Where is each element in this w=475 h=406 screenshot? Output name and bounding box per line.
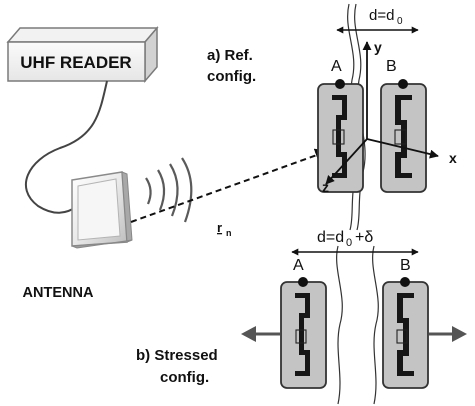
distance-stressed-sub: 0 <box>346 237 352 249</box>
distance-ref-label: d=d 0 <box>369 7 403 27</box>
distance-ref-sub: 0 <box>397 16 403 27</box>
coordinate-axes <box>325 41 439 185</box>
rn-label-sub: n <box>226 228 232 238</box>
reader-cable <box>25 80 108 214</box>
tag-a-ref-label: A <box>331 58 342 75</box>
stress-arrow-right-icon <box>429 326 467 342</box>
distance-stressed-suffix: +δ <box>355 229 373 246</box>
stressed-config-label-line2: config. <box>160 369 209 386</box>
tag-b-ref <box>380 79 427 193</box>
stressed-config-label-line1: b) Stressed <box>136 347 218 364</box>
radio-waves-icon <box>145 157 193 223</box>
stress-arrow-left-icon <box>241 326 280 342</box>
tag-a-stressed <box>280 277 327 389</box>
ref-config-label-line2: config. <box>207 68 256 85</box>
distance-stressed-text: d=d <box>317 229 344 246</box>
axis-z-label: z <box>322 179 329 195</box>
axis-y-label: y <box>374 39 382 55</box>
distance-ref-text: d=d <box>369 7 394 24</box>
antenna-panel <box>71 171 133 249</box>
reader-label: UHF READER <box>20 53 131 72</box>
ref-config-label-line1: a) Ref. <box>207 47 253 64</box>
tag-b-ref-label: B <box>386 58 397 75</box>
tag-b-stressed <box>382 277 429 389</box>
rn-label: r <box>217 220 222 235</box>
rn-vector-label: r n <box>217 220 232 238</box>
crack-stressed <box>336 245 379 405</box>
tag-a-ref <box>317 79 364 193</box>
axis-x-label: x <box>449 150 457 166</box>
rn-vector-arrow <box>130 148 330 223</box>
tag-a-stressed-label: A <box>293 257 304 274</box>
tag-b-stressed-label: B <box>400 257 411 274</box>
distance-stressed-label: d=d 0 +δ <box>317 229 373 249</box>
uhf-reader: UHF READER <box>6 25 159 84</box>
antenna-label: ANTENNA <box>23 285 94 301</box>
